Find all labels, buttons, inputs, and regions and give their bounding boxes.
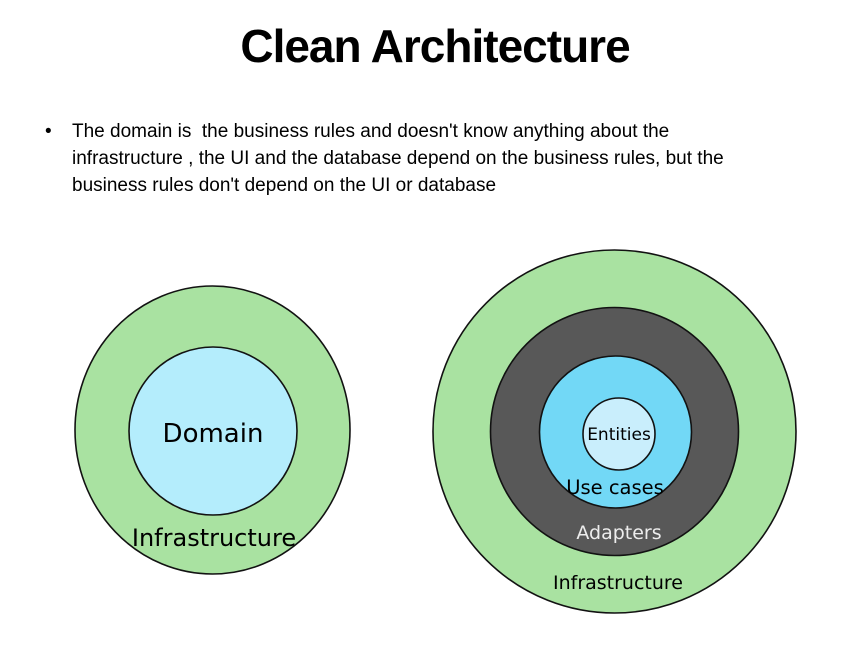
adapters-label: Adapters — [576, 522, 661, 544]
bullet-text: The domain is the business rules and doe… — [72, 121, 724, 196]
clean-architecture-diagram: Entities Use cases Adapters Infrastructu… — [432, 249, 797, 614]
domain-circle — [128, 346, 298, 516]
entities-circle — [582, 397, 656, 471]
bullet-item: • The domain is the business rules and d… — [45, 118, 815, 199]
use-cases-label: Use cases — [566, 476, 664, 499]
bullet-marker: • — [45, 121, 52, 142]
page-title: Clean Architecture — [240, 20, 630, 72]
domain-label: Domain — [163, 419, 264, 449]
infrastructure-label: Infrastructure — [132, 524, 296, 552]
infrastructure-label: Infrastructure — [553, 572, 683, 594]
entities-label: Entities — [587, 425, 651, 445]
simple-architecture-diagram: Domain Infrastructure — [74, 285, 351, 575]
